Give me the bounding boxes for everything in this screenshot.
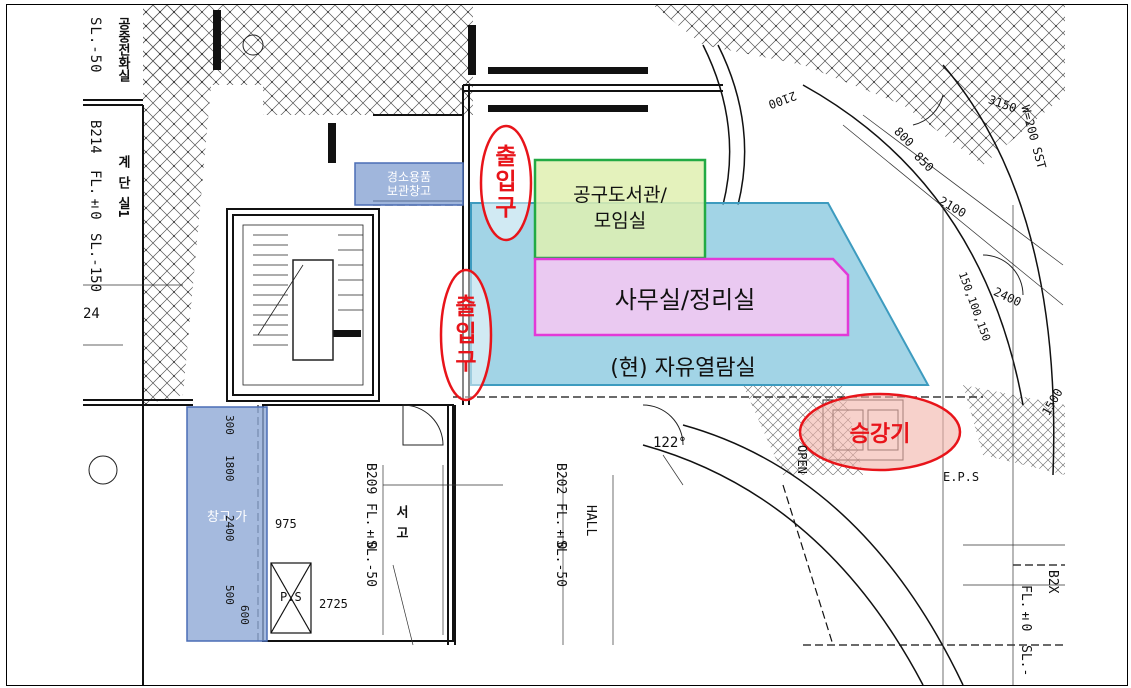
dim-122: 122° [653,435,687,451]
large-storage-zone [186,406,268,642]
b214-fl: FL.±0 [87,170,103,220]
b202-code: B202 [553,463,568,495]
elevator-marker [798,392,962,472]
b214-code: B214 [87,120,103,154]
highlight-overlays [186,124,962,642]
top-left-sl: SL.-50 [87,17,103,74]
tool-library-zone [533,158,707,260]
dim-500: 500 [223,585,236,605]
tool-library-label: 공구도서관/ 모임실 [573,184,667,232]
open-label: OPEN [795,445,809,474]
large-storage-label: 창고 가 [206,509,247,525]
office-label: 사무실/정리실 [614,285,756,314]
elevator-label: 승강기 [849,422,911,447]
reading-room-label: (현) 자유열람실 [610,356,756,381]
dim-600: 600 [238,605,251,625]
b202-fl: FL.±0 [553,503,568,550]
b2x-sl: SL.- [1018,645,1033,677]
dim-2725: 2725 [319,597,348,611]
hatched-area [963,385,1065,475]
small-storage-zone [354,162,464,206]
floor-plan: 공구도서관/ 모임실 사무실/정리실 (현) 자유열람실 경소용품 보관창고 창… [83,5,1065,685]
b202-name: HALL [583,505,598,537]
b209-fl: FL.±0 [363,503,378,550]
dim-24: 24 [83,306,100,322]
b214-name: 계 단 실1 [115,155,130,218]
entrance-top-label: 출 입 구 [495,144,517,221]
hatched-area [653,5,1065,165]
b214-sl: SL.-150 [87,233,103,293]
office-zone [533,257,850,337]
top-left-room-name: 공중전화실 [115,17,130,82]
small-storage-label: 경소용품 보관창고 [386,169,432,198]
dim-2400v: 2400 [223,515,236,542]
b2x-fl: FL.±0 [1018,585,1033,632]
entrance-middle-marker [439,268,493,402]
hatched-area [143,5,213,405]
ps-label: P.S [280,590,302,604]
hatched-area [263,5,473,115]
b209-name: 서 고 [393,505,408,539]
b209-code: B209 [363,463,378,495]
eps-label: E.P.S [943,470,980,484]
entrance-middle-label: 출 입 구 [455,293,477,375]
b2x-code: B2X [1045,570,1060,594]
dim-300: 300 [223,415,236,435]
b202-sl: SL.-50 [553,540,568,587]
dim-1800: 1800 [223,455,236,482]
dim-975: 975 [275,517,297,531]
drawing-frame: 공구도서관/ 모임실 사무실/정리실 (현) 자유열람실 경소용품 보관창고 창… [6,4,1128,686]
entrance-top-marker [479,124,533,242]
b209-sl: SL.-50 [363,540,378,587]
